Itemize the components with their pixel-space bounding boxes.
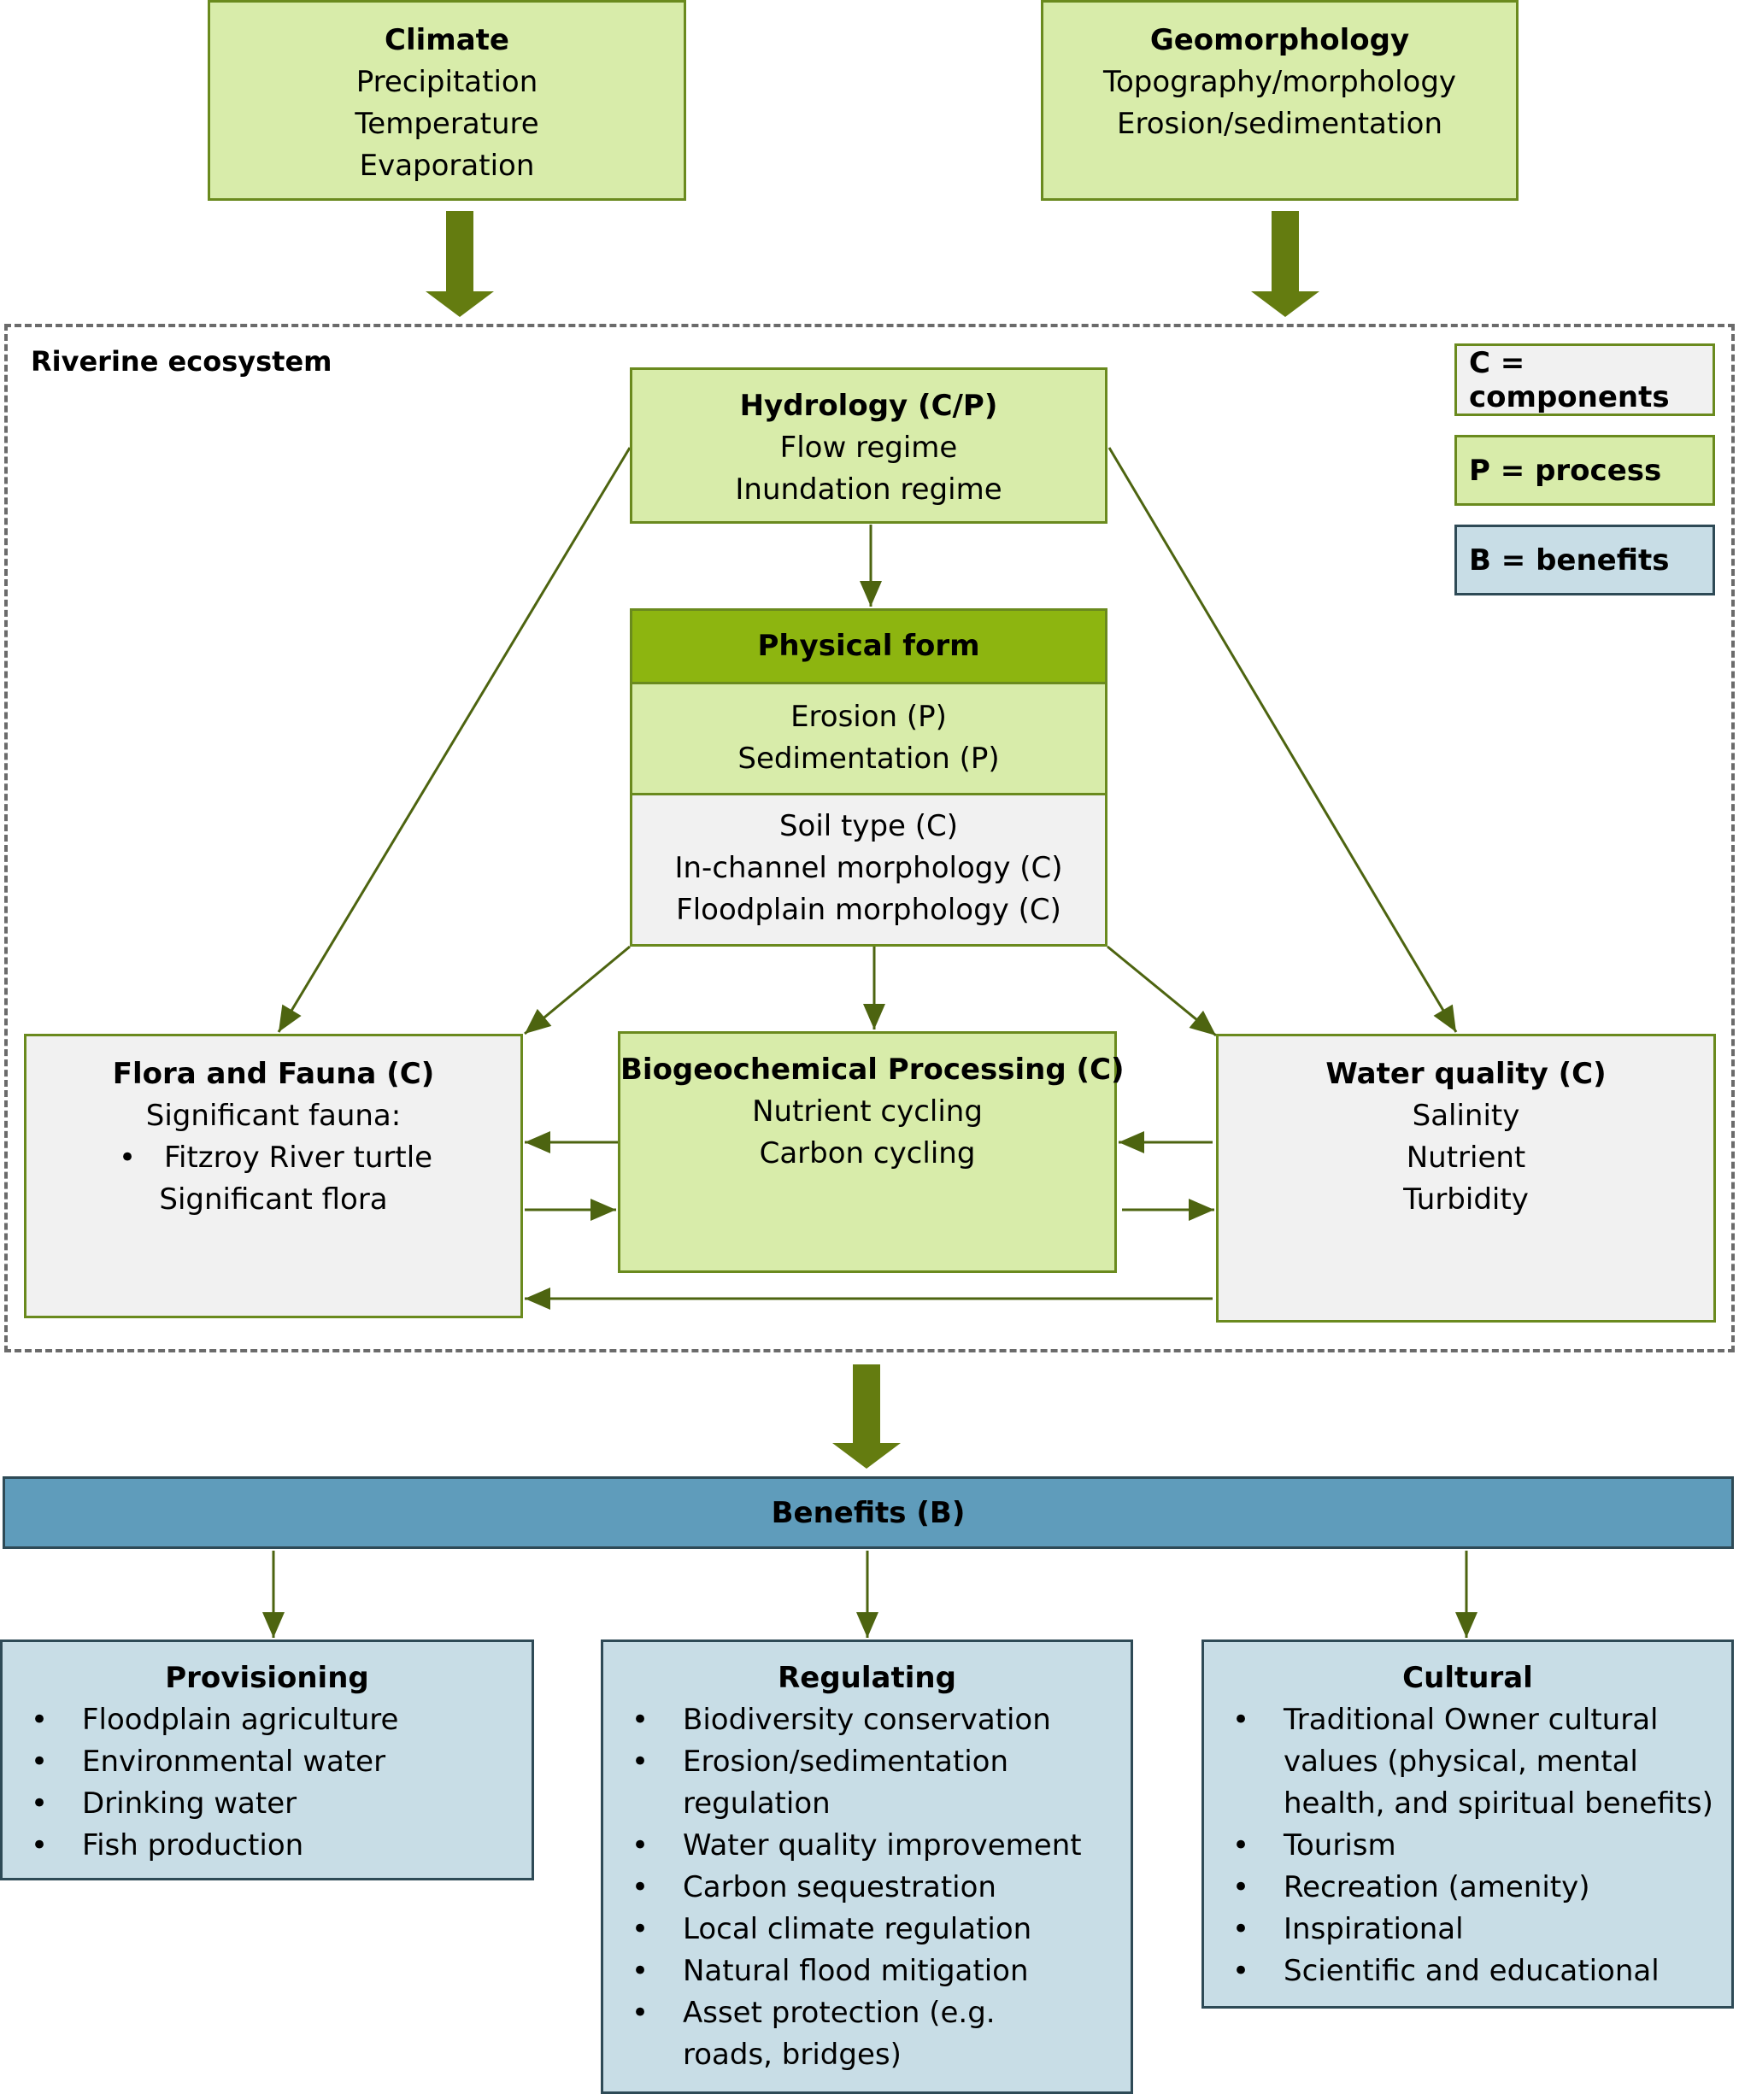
list-item: Tourism [1204, 1825, 1725, 1867]
physical-component-item: In-channel morphology (C) [674, 851, 1063, 885]
ecosystem-to-benefits-arrow [832, 1364, 901, 1469]
regulating-list: Biodiversity conservation Erosion/sedime… [603, 1699, 1090, 2076]
climate-to-ecosystem-arrow [426, 211, 494, 317]
geomorphology-item: Erosion/sedimentation [1116, 107, 1443, 141]
flora-label: Significant flora [159, 1182, 388, 1217]
list-item: Scientific and educational [1204, 1950, 1725, 1992]
water-quality-title: Water quality (C) [1325, 1057, 1607, 1091]
benefits-to-cultural-arrowhead-icon [1455, 1612, 1478, 1638]
fauna-item-text: Fitzroy River turtle [163, 1141, 433, 1175]
climate-box: Climate Precipitation Temperature Evapor… [208, 0, 686, 201]
cultural-list: Traditional Owner cultural values (physi… [1204, 1699, 1725, 1992]
physical-form-processes: Erosion (P) Sedimentation (P) [632, 684, 1105, 795]
list-item: Inspirational [1204, 1909, 1725, 1950]
legend-process: P = process [1454, 435, 1715, 506]
provisioning-title: Provisioning [165, 1661, 369, 1695]
provisioning-list: Floodplain agriculture Environmental wat… [3, 1699, 532, 1867]
climate-item: Evaporation [359, 149, 535, 183]
hydrology-to-water-arrowhead-icon [1433, 1004, 1456, 1032]
riverine-ecosystem-container [4, 324, 1735, 1352]
list-item: Water quality improvement [603, 1825, 1090, 1867]
list-item: Traditional Owner cultural values (physi… [1204, 1699, 1725, 1825]
biogeo-to-water-arrowhead-icon [1189, 1199, 1214, 1221]
list-item: Natural flood mitigation [603, 1950, 1090, 1992]
water-quality-box: Water quality (C) Salinity Nutrient Turb… [1216, 1034, 1716, 1323]
list-item: Fish production [3, 1825, 532, 1867]
physical-to-flora-arrowhead-icon [525, 1008, 552, 1034]
legend-process-label: P = process [1469, 453, 1662, 488]
hydrology-to-physical-form-arrowhead-icon [860, 581, 882, 607]
flora-to-biogeo-arrowhead-icon [590, 1199, 616, 1221]
hydrology-item: Flow regime [779, 431, 958, 465]
legend-components: C = components [1454, 343, 1715, 416]
list-item: Biodiversity conservation [603, 1699, 1090, 1741]
list-item: Local climate regulation [603, 1909, 1090, 1950]
physical-to-biogeo-arrowhead-icon [863, 1004, 885, 1029]
fauna-item: • Fitzroy River turtle [26, 1137, 520, 1179]
legend-benefits-label: B = benefits [1469, 543, 1670, 578]
physical-process-item: Sedimentation (P) [737, 742, 1000, 776]
benefits-to-regulating-arrowhead-icon [856, 1612, 878, 1638]
cultural-title: Cultural [1402, 1661, 1533, 1695]
hydrology-to-water-arrow [1107, 447, 1458, 1033]
list-item: Erosion/sedimentation regulation [603, 1741, 1090, 1825]
physical-process-item: Erosion (P) [790, 700, 947, 734]
list-item: Carbon sequestration [603, 1867, 1090, 1909]
hydrology-item: Inundation regime [735, 472, 1002, 507]
water-quality-item: Nutrient [1406, 1141, 1526, 1175]
physical-form-box: Physical form Erosion (P) Sedimentation … [630, 608, 1107, 947]
cultural-box: Cultural Traditional Owner cultural valu… [1201, 1640, 1734, 2009]
hydrology-box: Hydrology (C/P) Flow regime Inundation r… [630, 367, 1107, 524]
biogeochemical-item: Carbon cycling [759, 1136, 976, 1170]
biogeochemical-title: Biogeochemical Processing (C) [620, 1053, 1125, 1087]
list-item: Asset protection (e.g. roads, bridges) [603, 1992, 1090, 2076]
climate-item: Precipitation [355, 65, 538, 99]
list-item: Environmental water [3, 1741, 532, 1783]
bullet-icon: • [119, 1141, 137, 1175]
hydrology-to-flora-arrowhead-icon [279, 1004, 302, 1032]
geomorphology-item: Topography/morphology [1102, 65, 1457, 99]
flora-fauna-box: Flora and Fauna (C) Significant fauna: •… [24, 1034, 523, 1318]
geomorphology-to-ecosystem-arrow [1251, 211, 1319, 317]
benefits-title: Benefits (B) [771, 1495, 966, 1530]
water-quality-item: Turbidity [1403, 1182, 1529, 1217]
water-to-biogeo-arrowhead-icon [1119, 1131, 1144, 1153]
biogeo-to-flora-arrowhead-icon [525, 1131, 550, 1153]
physical-to-water-arrowhead-icon [1189, 1010, 1216, 1035]
hydrology-title: Hydrology (C/P) [739, 389, 998, 423]
provisioning-box: Provisioning Floodplain agriculture Envi… [0, 1640, 534, 1880]
list-item: Recreation (amenity) [1204, 1867, 1725, 1909]
legend-benefits: B = benefits [1454, 525, 1715, 595]
physical-component-item: Soil type (C) [778, 809, 959, 843]
benefits-header: Benefits (B) [3, 1476, 1734, 1549]
regulating-title: Regulating [778, 1661, 956, 1695]
biogeochemical-item: Nutrient cycling [752, 1094, 983, 1129]
list-item: Floodplain agriculture [3, 1699, 532, 1741]
flora-fauna-title: Flora and Fauna (C) [112, 1057, 435, 1091]
climate-item: Temperature [355, 107, 539, 141]
water-to-flora-arrowhead-icon [525, 1288, 550, 1310]
riverine-ecosystem-label: Riverine ecosystem [31, 345, 332, 378]
physical-form-components: Soil type (C) In-channel morphology (C) … [632, 795, 1105, 931]
list-item: Drinking water [3, 1783, 532, 1825]
water-quality-item: Salinity [1412, 1099, 1520, 1133]
biogeochemical-box: Biogeochemical Processing (C) Nutrient c… [618, 1031, 1125, 1273]
physical-form-header: Physical form [632, 611, 1105, 684]
physical-form-title: Physical form [757, 629, 980, 663]
geomorphology-box: Geomorphology Topography/morphology Eros… [1041, 0, 1519, 201]
hydrology-to-flora-arrow [277, 447, 632, 1033]
climate-title: Climate [385, 23, 509, 57]
benefits-to-provisioning-arrowhead-icon [262, 1612, 285, 1638]
physical-component-item: Floodplain morphology (C) [676, 893, 1061, 927]
regulating-box: Regulating Biodiversity conservation Ero… [601, 1640, 1133, 2094]
fauna-label: Significant fauna: [145, 1099, 402, 1133]
legend-components-label: C = components [1469, 345, 1670, 414]
geomorphology-title: Geomorphology [1149, 23, 1410, 57]
